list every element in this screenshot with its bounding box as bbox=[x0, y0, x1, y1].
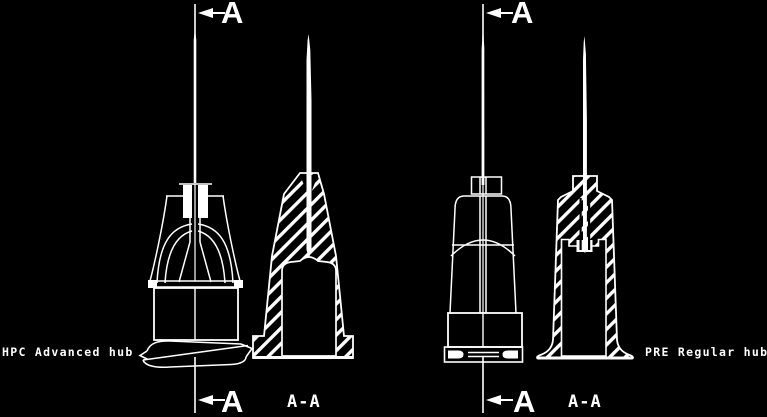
base-flange bbox=[443, 346, 524, 363]
hub-body bbox=[447, 312, 523, 348]
body-sides bbox=[449, 208, 517, 314]
hpc-cut-marker-top: A bbox=[221, 0, 244, 30]
needle bbox=[193, 31, 197, 183]
collar-channel bbox=[479, 177, 487, 194]
internal-arches bbox=[156, 184, 234, 284]
cut-arrow-icon-top bbox=[198, 8, 213, 18]
dome-side-left bbox=[149, 195, 168, 282]
hpc-cut-marker-bottom: A bbox=[221, 384, 244, 417]
collar-bar-left bbox=[183, 185, 192, 218]
pre-cut-marker-bottom: A bbox=[513, 384, 536, 417]
pre-hub-label: PRE Regular hub bbox=[645, 345, 767, 359]
pre-section-view-drawing bbox=[536, 36, 634, 360]
collar-bar-right bbox=[198, 185, 208, 218]
pre-section-cut-line bbox=[482, 4, 513, 413]
luer-cavity bbox=[560, 238, 607, 357]
thread-skirt bbox=[138, 340, 254, 369]
cut-arrow-icon-top bbox=[486, 8, 501, 18]
needle bbox=[583, 36, 587, 253]
hpc-hub-label: HPC Advanced hub bbox=[2, 345, 134, 359]
hpc-section-view-label: A-A bbox=[287, 392, 321, 412]
hpc-side-view-drawing bbox=[138, 31, 254, 369]
pre-side-view-drawing bbox=[443, 30, 524, 363]
hpc-section-view-drawing bbox=[252, 34, 354, 359]
needle bbox=[306, 34, 312, 258]
luer-cavity bbox=[281, 256, 337, 357]
cut-arrow-icon-bottom bbox=[486, 395, 501, 405]
needle bbox=[481, 30, 485, 185]
hub-body bbox=[153, 287, 239, 341]
needle-gap-right bbox=[588, 198, 591, 250]
pre-section-view-label: A-A bbox=[568, 392, 602, 412]
needle-gap-left bbox=[579, 198, 582, 250]
needle-channel bbox=[479, 196, 487, 313]
hub-rim bbox=[148, 280, 243, 288]
pre-cut-marker-top: A bbox=[511, 0, 534, 30]
cut-arrow-icon-bottom bbox=[198, 395, 213, 405]
dome-side-right bbox=[222, 195, 241, 282]
